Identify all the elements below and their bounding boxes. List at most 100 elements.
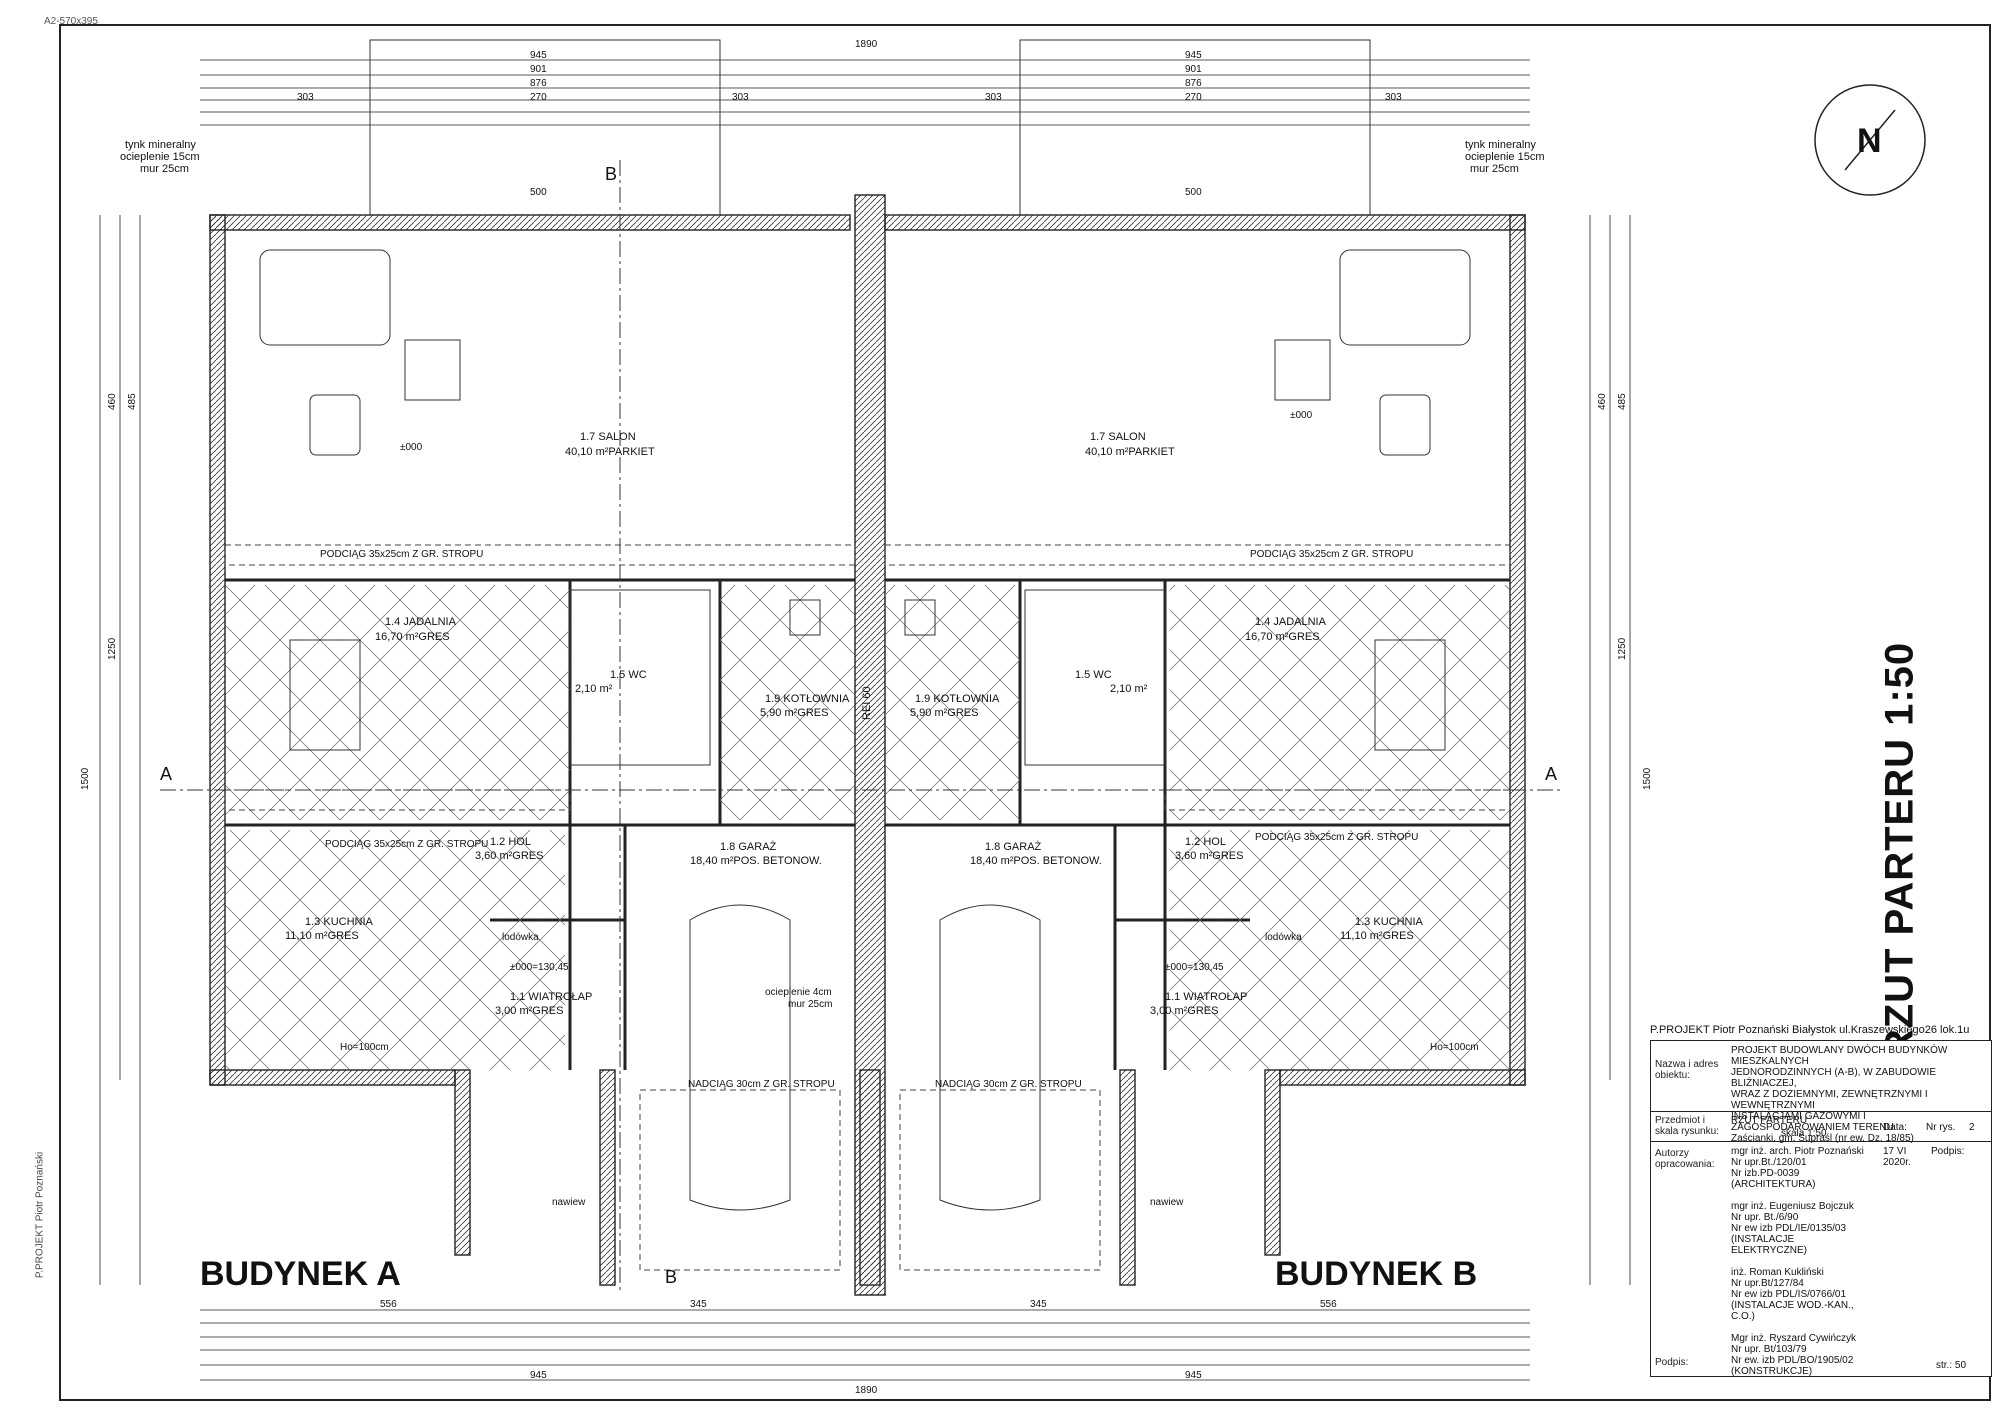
dim-top-945-a: 945 [530, 50, 547, 61]
section-mark-b-bottom: B [665, 1267, 677, 1287]
dimension-chains-left [99, 215, 141, 1285]
dim-top-876-a: 876 [530, 78, 547, 89]
room-a-kotlownia: 1.9 KOTŁOWNIA [765, 693, 850, 705]
level-b: ±000 [1290, 410, 1313, 421]
lintel-note-a: NADCIĄG 30cm Z GR. STROPU [688, 1079, 835, 1090]
building-a-label: BUDYNEK A [200, 1255, 401, 1293]
dim-bottom-945-b: 945 [1185, 1370, 1202, 1381]
wall-note-a-1: tynk mineralny [125, 139, 196, 151]
room-a-jadalnia-area: 16,70 m²GRES [375, 631, 450, 643]
north-label: N [1857, 122, 1882, 160]
room-a-garaz-area: 18,40 m²POS. BETONOW. [690, 855, 822, 867]
title-block-sign-key: Podpis: [1931, 1146, 1965, 1157]
garage-note-1: ocieplenie 4cm [765, 987, 832, 998]
room-b-jadalnia-area: 16,70 m²GRES [1245, 631, 1320, 643]
section-mark-b-top: B [605, 164, 617, 184]
title-block-authors-value: mgr inż. arch. Piotr Poznański Nr upr.Bt… [1731, 1146, 1864, 1377]
room-b-salon-area: 40,10 m²PARKIET [1085, 446, 1175, 458]
room-a-garaz: 1.8 GARAŻ [720, 840, 777, 853]
title-block-authors-key: Autorzy opracowania: [1655, 1148, 1715, 1170]
room-b-hol-area: 3,60 m²GRES [1175, 850, 1243, 862]
dim-side-460-a: 460 [107, 393, 118, 410]
level-a: ±000 [400, 442, 423, 453]
drawing-title: RZUT PARTERU 1:50 [1878, 642, 1922, 1058]
dim-top-303-b2: 303 [1385, 92, 1402, 103]
title-block-nr-value: 2 [1969, 1122, 1975, 1133]
room-b-kuchnia-area: 11,10 m²GRES [1340, 930, 1414, 942]
title-block-object-row: Nazwa i adres obiektu: PROJEKT BUDOWLANY… [1651, 1041, 1991, 1144]
title-block-subject-value: RZUT PARTERU [1731, 1115, 1808, 1126]
dim-top-876-b: 876 [1185, 78, 1202, 89]
dim-top-901-a: 901 [530, 64, 547, 75]
title-block: Nazwa i adres obiektu: PROJEKT BUDOWLANY… [1650, 1040, 1992, 1377]
room-b-kotlownia-area: 5,90 m²GRES [910, 707, 978, 719]
dim-top-500-b: 500 [1185, 187, 1202, 198]
north-arrow-icon [1814, 84, 1926, 196]
dim-side-1250-a: 1250 [107, 637, 118, 660]
beam-note-a-1: PODCIĄG 35x25cm Z GR. STROPU [320, 549, 483, 560]
wall-note-b-2: ocieplenie 15cm [1465, 151, 1545, 163]
rooms-building-b: 1.7 SALON 40,10 m²PARKIET 1.4 JADALNIA 1… [910, 431, 1424, 1017]
entry-level-b: ±000=130,45 [1165, 962, 1224, 973]
drawing-title-text: RZUT PARTERU 1:50 [1877, 641, 1922, 1059]
dim-bottom-556-b: 556 [1320, 1299, 1337, 1310]
fridge-a: lodówka [502, 932, 539, 943]
fire-wall-label: REI 60 [861, 686, 873, 720]
dim-side-460-b: 460 [1597, 393, 1608, 410]
dimension-labels: 1890 945 945 901 901 876 876 303 270 303… [80, 39, 1653, 1396]
side-stamp: P.PROJEKT Piotr Poznański [30, 1040, 50, 1390]
room-a-hol-area: 3,60 m²GRES [475, 850, 543, 862]
room-b-kuchnia: 1.3 KUCHNIA [1355, 916, 1424, 928]
title-block-page: str.: 50 [1936, 1360, 1967, 1371]
title-block-sign-key-bottom: Podpis: [1655, 1357, 1689, 1368]
title-block-header: P.PROJEKT Piotr Poznański Białystok ul.K… [1650, 1024, 1970, 1036]
entry-level-a: ±000=130,45 [510, 962, 569, 973]
room-b-wiatrolap-area: 3,00 m²GRES [1150, 1005, 1218, 1017]
wall-note-b-1: tynk mineralny [1465, 139, 1536, 151]
lintel-note-b: NADCIĄG 30cm Z GR. STROPU [935, 1079, 1082, 1090]
side-stamp-text: P.PROJEKT Piotr Poznański [34, 1151, 46, 1279]
dim-top-945-b: 945 [1185, 50, 1202, 61]
furniture [259, 249, 1471, 1211]
dim-top-901-b: 901 [1185, 64, 1202, 75]
dim-top-303-a: 303 [297, 92, 314, 103]
beam-note-b-2: PODCIĄG 35x25cm Z GR. STROPU [1255, 832, 1418, 843]
building-b-label: BUDYNEK B [1275, 1255, 1478, 1293]
ho-a: Ho=100cm [340, 1042, 389, 1053]
ho-b: Ho=100cm [1430, 1042, 1479, 1053]
room-a-wc: 1.5 WC [610, 669, 647, 681]
room-b-salon: 1.7 SALON [1090, 431, 1146, 443]
room-a-kotlownia-area: 5,90 m²GRES [760, 707, 828, 719]
canopy-a: nawiew [552, 1197, 586, 1208]
dimension-chains-top [200, 59, 1530, 126]
room-a-jadalnia: 1.4 JADALNIA [385, 616, 457, 628]
room-a-kuchnia: 1.3 KUCHNIA [305, 916, 374, 928]
sheet-frame [59, 24, 1991, 1401]
dim-bottom-556-a: 556 [380, 1299, 397, 1310]
dim-bottom-345-a: 345 [690, 1299, 707, 1310]
walls [209, 194, 1526, 1296]
room-a-hol: 1.2 HOL [490, 836, 531, 848]
room-b-wiatrolap: 1.1 WIATROŁAP [1165, 991, 1247, 1003]
room-b-wc: 1.5 WC [1075, 669, 1112, 681]
title-block-date-key: Data: [1883, 1122, 1907, 1133]
dim-top-270-b: 270 [1185, 92, 1202, 103]
title-block-scale: skala 1:50 [1781, 1128, 1827, 1139]
dim-top-270-a: 270 [530, 92, 547, 103]
room-a-wiatrolap: 1.1 WIATROŁAP [510, 991, 592, 1003]
notes: tynk mineralny ocieplenie 15cm mur 25cm … [120, 139, 1545, 1208]
dim-side-485-b: 485 [1617, 393, 1628, 410]
fridge-b: lodówka [1265, 932, 1302, 943]
room-b-garaz-area: 18,40 m²POS. BETONOW. [970, 855, 1102, 867]
wall-note-b-3: mur 25cm [1470, 163, 1519, 175]
beams [224, 544, 1511, 1271]
beam-note-b-1: PODCIĄG 35x25cm Z GR. STROPU [1250, 549, 1413, 560]
dim-top-total: 1890 [855, 39, 878, 50]
section-lines [160, 160, 1560, 1290]
room-a-wc-area: 2,10 m² [575, 683, 613, 695]
wall-note-a-3: mur 25cm [140, 163, 189, 175]
section-mark-a-left: A [160, 764, 172, 784]
dimension-chains-bottom [200, 1309, 1530, 1381]
room-a-kuchnia-area: 11,10 m²GRES [285, 930, 359, 942]
